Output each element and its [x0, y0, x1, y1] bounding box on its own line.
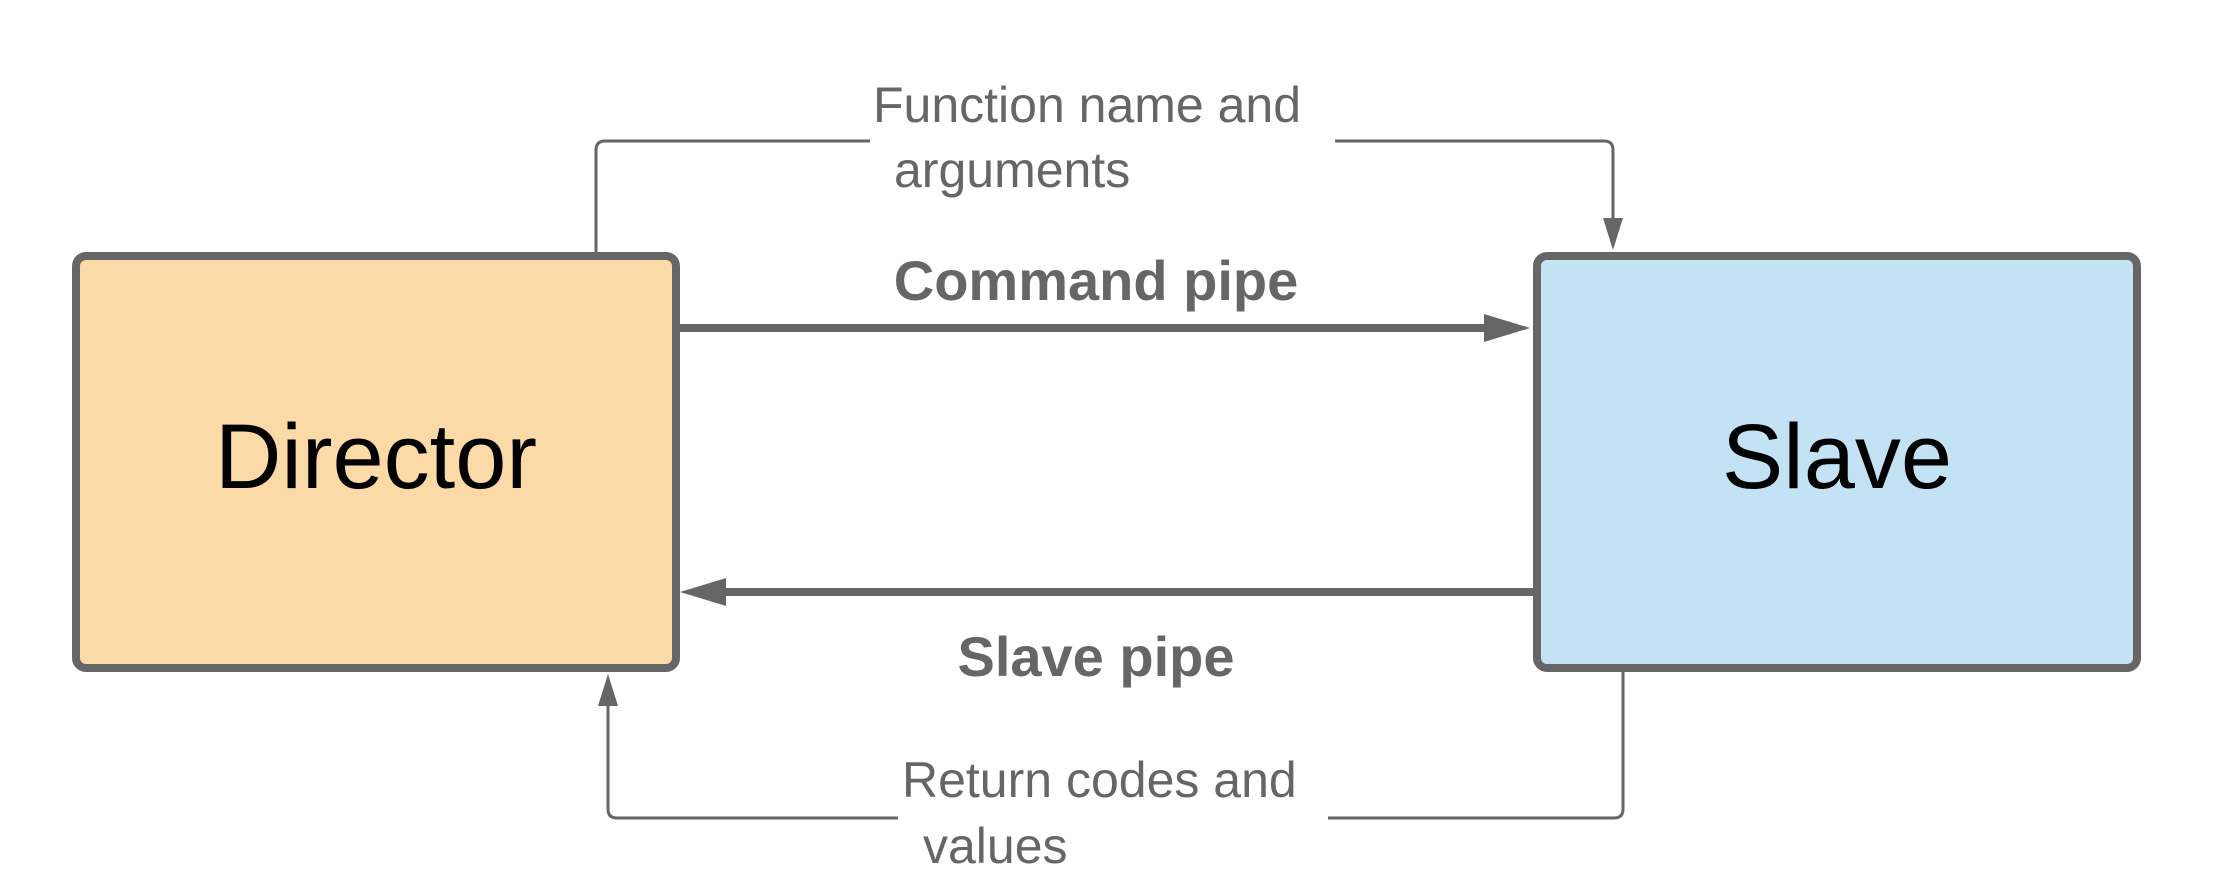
return-values-arrowhead: [598, 674, 618, 706]
command-pipe-arrowhead: [1484, 314, 1530, 342]
slave-node: Slave: [1533, 252, 2141, 672]
slave-pipe-label: Slave pipe: [957, 625, 1234, 688]
function-call-arrowhead: [1603, 218, 1623, 250]
director-box: [72, 252, 680, 672]
return-values-label-line-1: Return codes and: [902, 752, 1297, 808]
function-call-edge: Function name and arguments: [594, 77, 1623, 252]
slave-box: [1533, 252, 2141, 672]
slave-pipe-arrowhead: [680, 578, 726, 606]
return-values-edge: Return codes and values: [598, 672, 1625, 874]
return-values-label-line-2: values: [923, 818, 1068, 874]
function-call-label-line-1: Function name and: [873, 77, 1301, 133]
command-pipe-edge: Command pipe: [680, 249, 1530, 342]
command-pipe-label: Command pipe: [894, 249, 1298, 312]
return-values-path-right: [1328, 672, 1625, 820]
slave-pipe-edge: Slave pipe: [680, 578, 1533, 688]
return-values-path-left: [606, 704, 898, 820]
director-node: Director: [72, 252, 680, 672]
function-call-path-left: [594, 139, 870, 252]
function-call-label-line-2: arguments: [894, 142, 1130, 198]
director-label: Director: [215, 406, 537, 508]
slave-label: Slave: [1722, 406, 1952, 508]
function-call-path-right: [1335, 139, 1615, 222]
